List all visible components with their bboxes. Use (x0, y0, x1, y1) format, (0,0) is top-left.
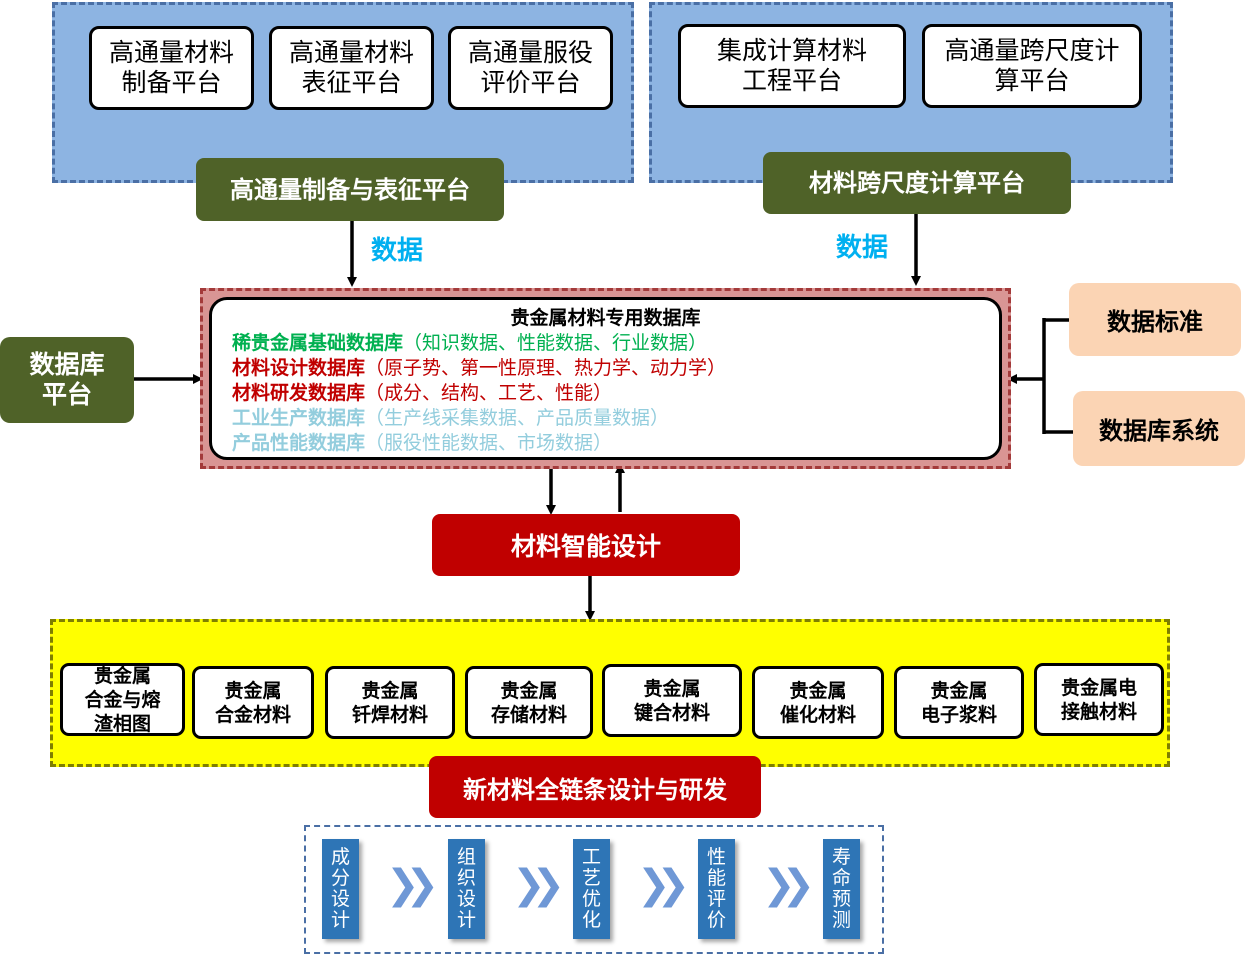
data-standard-box: 数据标准 (1069, 283, 1241, 356)
calc-platform-box: 材料跨尺度计算平台 (763, 152, 1071, 214)
intelligent-design-box: 材料智能设计 (432, 514, 740, 576)
db-line: 稀贵金属基础数据库（知识数据、性能数据、行业数据） (232, 331, 979, 356)
multiscale-box: 高通量跨尺度计 算平台 (922, 24, 1142, 108)
material-box: 贵金属 钎焊材料 (325, 666, 455, 739)
db-line: 材料研发数据库（成分、结构、工艺、性能） (232, 381, 979, 406)
process-step: 成 分 设 计 (322, 839, 359, 939)
db-box: 贵金属材料专用数据库 稀贵金属基础数据库（知识数据、性能数据、行业数据）材料设计… (209, 297, 1002, 460)
db-line-name: 材料设计数据库 (232, 357, 366, 379)
hts-service-box: 高通量服役 评价平台 (448, 26, 613, 110)
material-box: 贵金属 键合材料 (602, 664, 742, 737)
db-line-name: 产品性能数据库 (232, 432, 366, 454)
data-label-right: 数据 (836, 233, 889, 263)
process-step: 组 织 设 计 (448, 839, 485, 939)
material-box: 贵金属 合金与熔 渣相图 (60, 663, 185, 736)
material-box: 贵金属电 接触材料 (1034, 663, 1164, 736)
process-step: 性 能 评 价 (698, 839, 735, 939)
db-title: 贵金属材料专用数据库 (510, 307, 701, 329)
db-platform-box: 数据库 平台 (0, 337, 134, 423)
db-line-detail: （原子势、第一性原理、热力学、动力学） (365, 357, 727, 379)
db-line-detail: （成分、结构、工艺、性能） (365, 382, 613, 404)
db-line-name: 稀贵金属基础数据库 (232, 332, 404, 354)
chevron-right-icon: ❯❯ (512, 862, 565, 908)
db-line: 材料设计数据库（原子势、第一性原理、热力学、动力学） (232, 356, 979, 381)
db-line-name: 工业生产数据库 (232, 407, 366, 429)
db-line: 产品性能数据库（服役性能数据、市场数据） (232, 431, 979, 456)
material-box: 贵金属 合金材料 (192, 666, 314, 739)
db-system-box: 数据库系统 (1073, 391, 1245, 466)
hts-prep-box: 高通量材料 制备平台 (89, 26, 254, 110)
full-chain-box: 新材料全链条设计与研发 (429, 756, 761, 818)
hts-char-box: 高通量材料 表征平台 (269, 26, 434, 110)
db-line-detail: （生产线采集数据、产品质量数据） (365, 407, 670, 429)
db-line: 工业生产数据库（生产线采集数据、产品质量数据） (232, 406, 979, 431)
process-step: 工 艺 优 化 (573, 839, 610, 939)
chevron-right-icon: ❯❯ (386, 862, 439, 908)
db-line-name: 材料研发数据库 (232, 382, 366, 404)
hts-platform-box: 高通量制备与表征平台 (196, 158, 504, 221)
material-box: 贵金属 电子浆料 (894, 666, 1024, 739)
db-line-detail: （知识数据、性能数据、行业数据） (403, 332, 708, 354)
process-step: 寿 命 预 测 (823, 839, 860, 939)
chevron-right-icon: ❯❯ (762, 862, 815, 908)
material-box: 贵金属 存储材料 (465, 666, 593, 739)
chevron-right-icon: ❯❯ (637, 862, 690, 908)
material-box: 贵金属 催化材料 (752, 666, 884, 739)
icme-box: 集成计算材料 工程平台 (678, 24, 906, 108)
data-label-left: 数据 (371, 236, 424, 266)
db-line-detail: （服役性能数据、市场数据） (365, 432, 613, 454)
